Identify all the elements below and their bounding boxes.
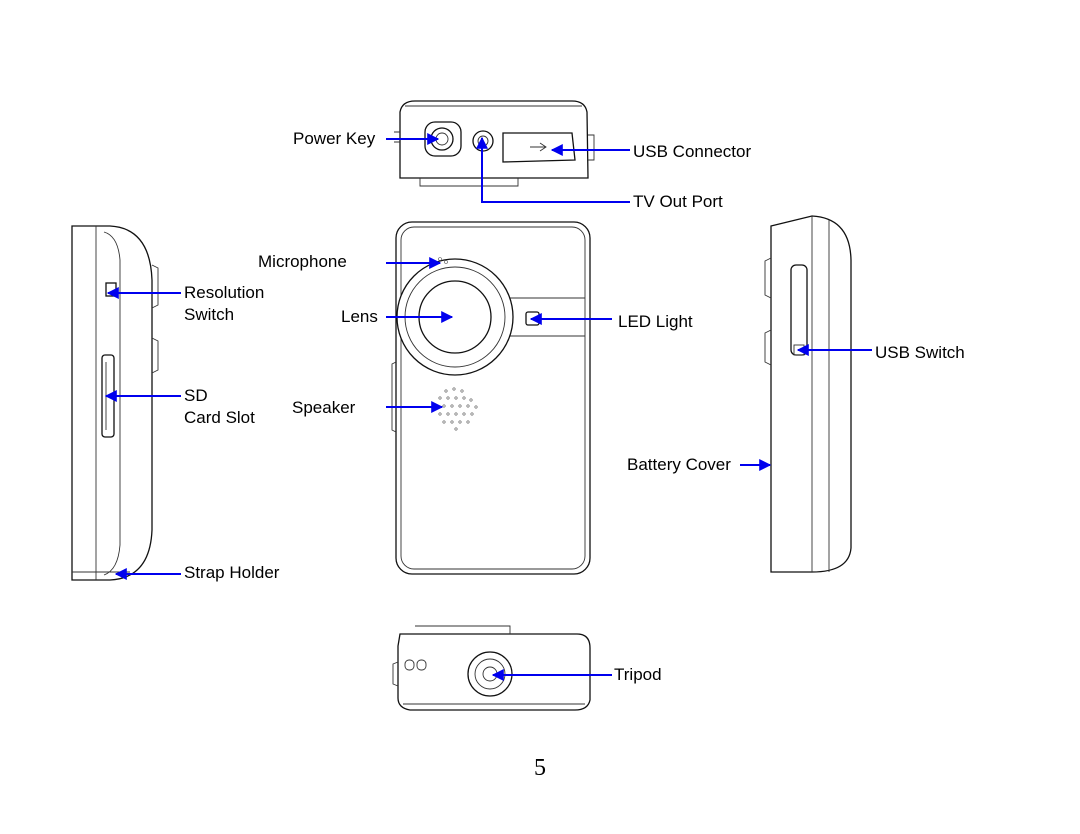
speaker-grill [434, 387, 478, 431]
label-speaker: Speaker [292, 398, 356, 417]
label-lens: Lens [341, 307, 378, 326]
label-battery-cover: Battery Cover [627, 455, 731, 474]
label-resolution-switch-line1: Resolution [184, 283, 265, 302]
label-microphone: Microphone [258, 252, 347, 271]
label-power-key: Power Key [293, 129, 376, 148]
label-led-light: LED Light [618, 312, 693, 331]
label-sd-line2: Card Slot [184, 408, 255, 427]
front-view [391, 221, 591, 575]
label-strap-holder: Strap Holder [184, 563, 280, 582]
label-tripod: Tripod [614, 665, 662, 684]
page-number: 5 [534, 755, 546, 781]
label-tv-out-port: TV Out Port [633, 192, 723, 211]
label-usb-connector: USB Connector [633, 142, 752, 161]
label-sd-line1: SD [184, 386, 208, 405]
right-side-view [764, 215, 852, 573]
label-usb-switch: USB Switch [875, 343, 965, 362]
left-side-view [71, 225, 159, 581]
top-view [394, 100, 595, 187]
callout-arrows [104, 133, 872, 681]
bottom-view [392, 625, 591, 711]
arrow-tv-out-port [476, 136, 630, 203]
label-resolution-switch-line2: Switch [184, 305, 235, 324]
